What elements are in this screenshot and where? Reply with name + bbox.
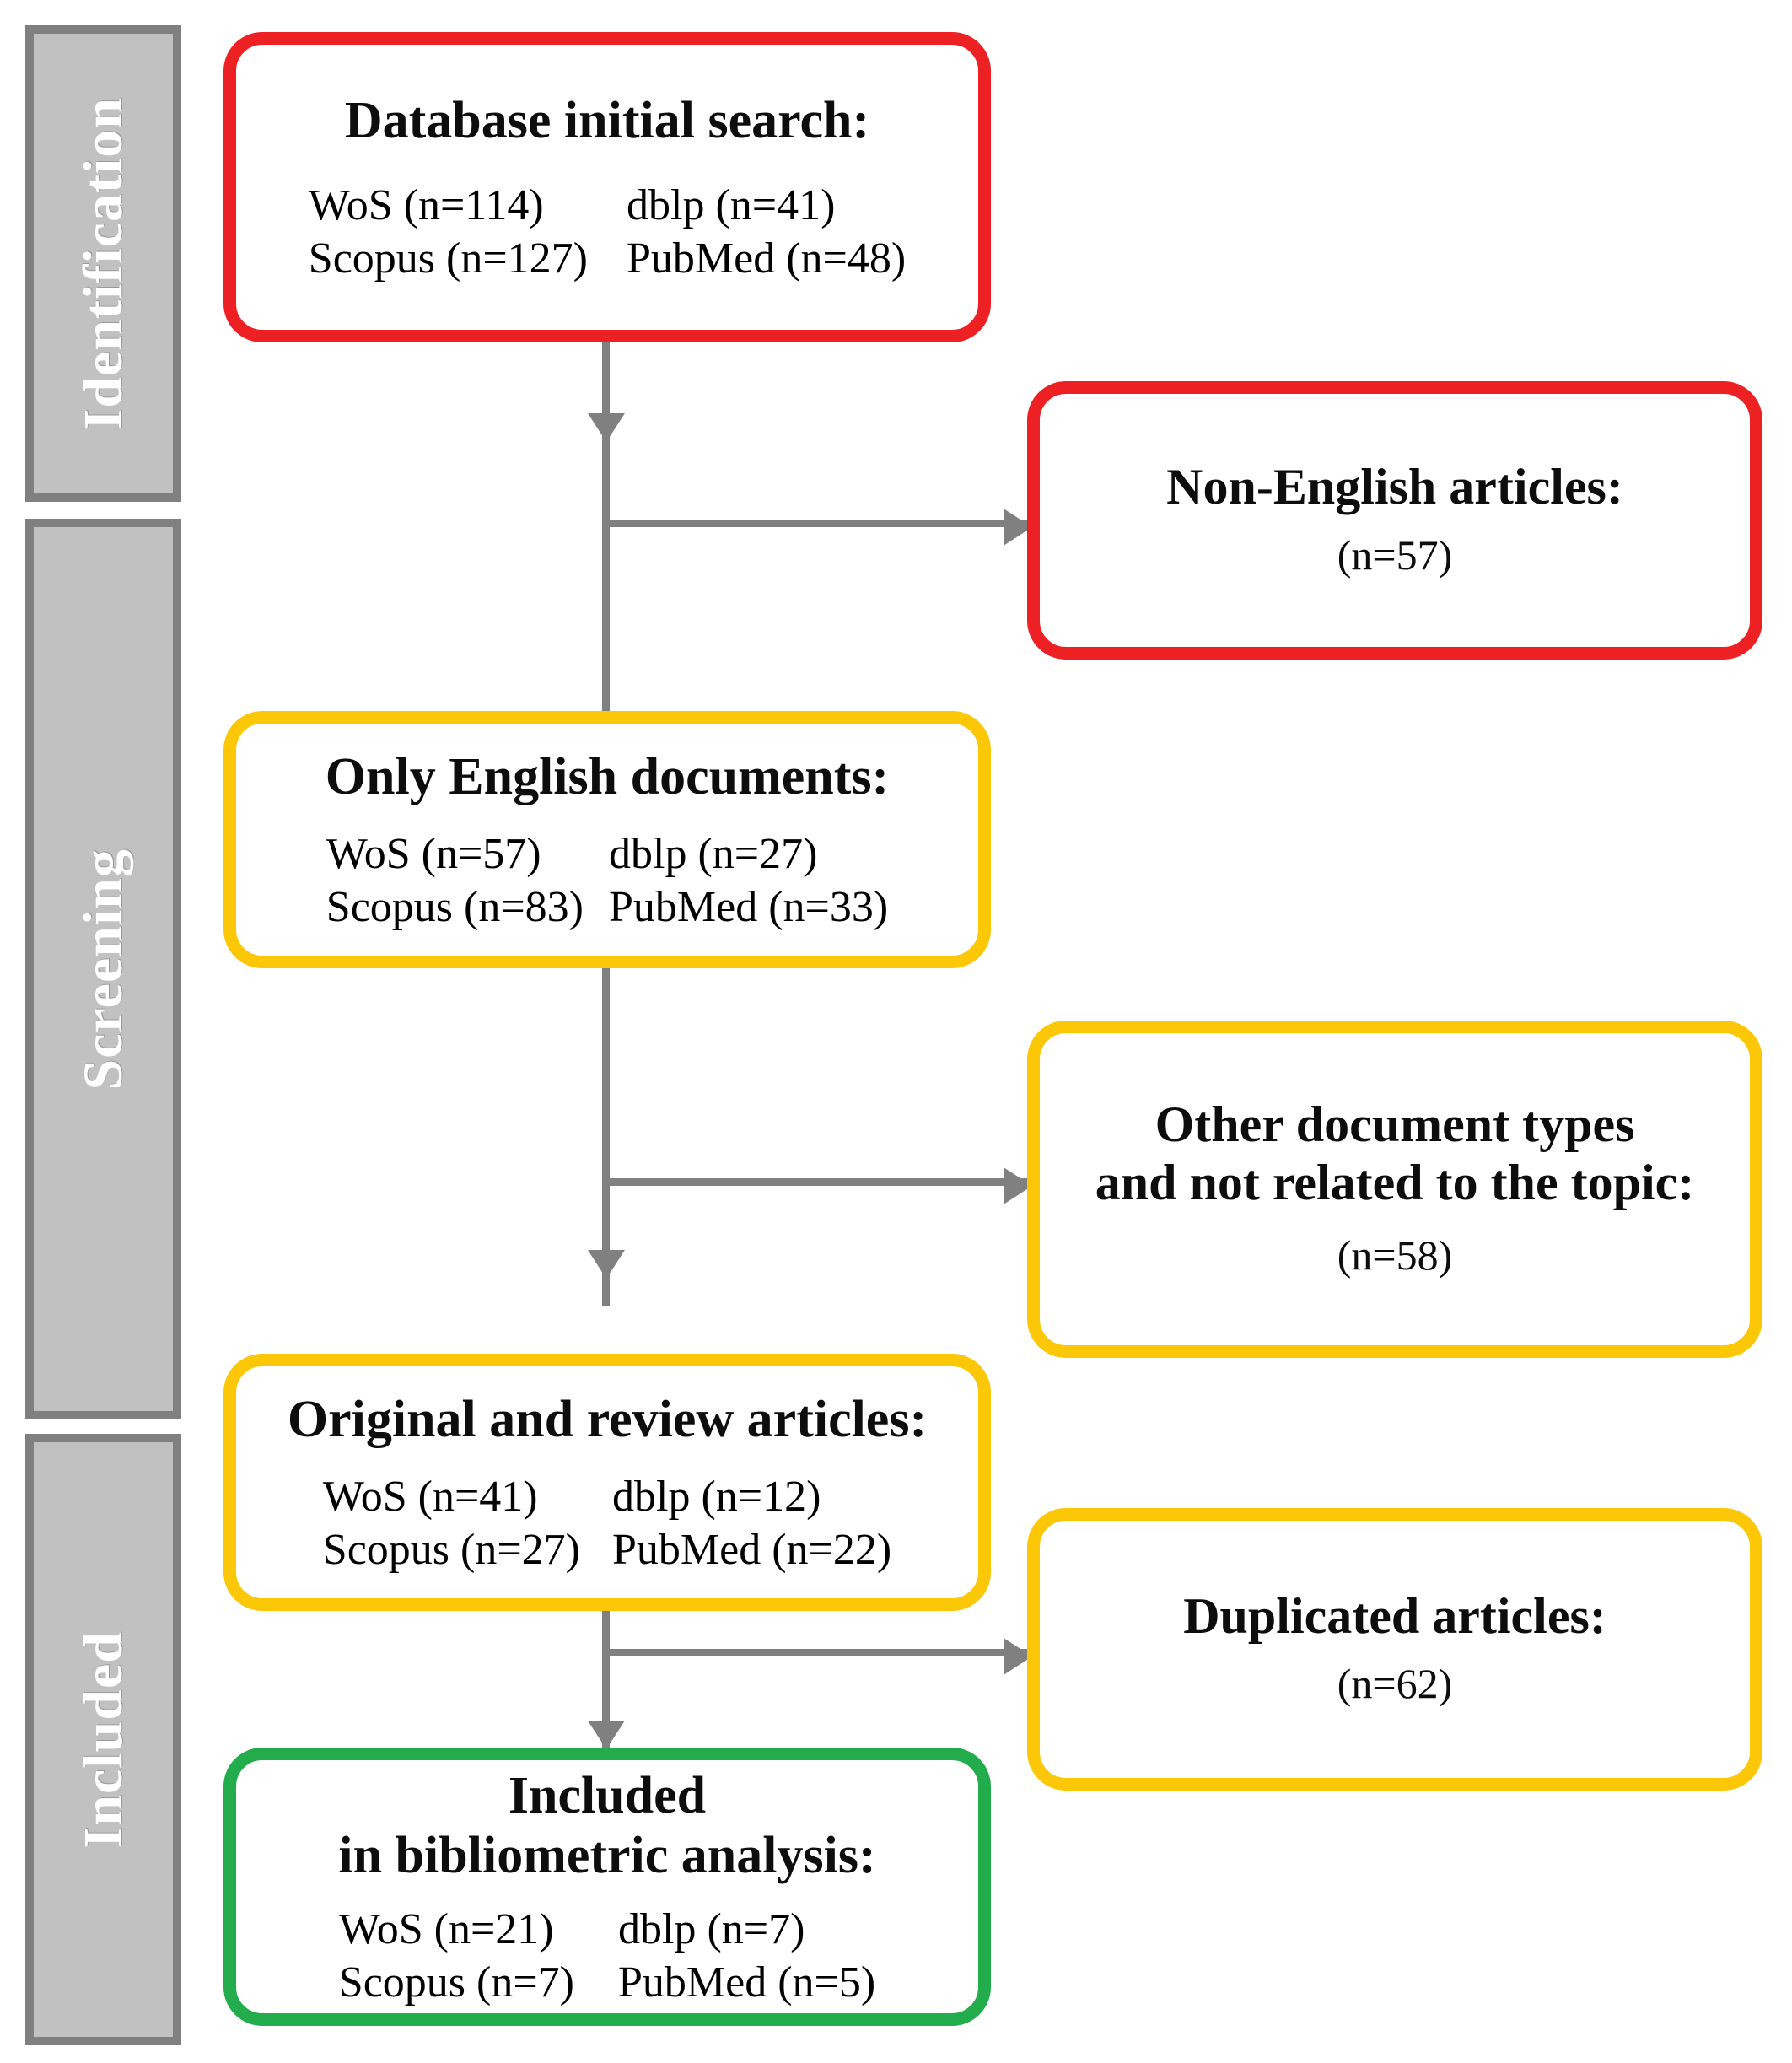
box-count-duplicated-articles: (n=62) xyxy=(1337,1660,1453,1708)
box-non-english-articles: Non-English articles: (n=57) xyxy=(1027,381,1762,660)
connector-identification-trunk xyxy=(602,337,610,751)
connector-screening-trunk-upper xyxy=(602,968,610,1306)
stage-bar-screening: Screening xyxy=(25,519,181,1419)
box-count-non-english-articles: (n=57) xyxy=(1337,531,1453,579)
count-pubmed: PubMed (n=5) xyxy=(618,1958,876,2006)
stage-label-identification: Identification xyxy=(72,96,134,431)
count-scopus: Scopus (n=27) xyxy=(322,1525,580,1574)
counts-original-and-review-articles: WoS (n=41) dblp (n=12) Scopus (n=27) Pub… xyxy=(323,1472,891,1575)
box-title-only-english-documents: Only English documents: xyxy=(325,748,890,806)
counts-only-english-documents: WoS (n=57) dblp (n=27) Scopus (n=83) Pub… xyxy=(326,829,888,932)
arrow-down-to-included xyxy=(588,1721,625,1749)
count-scopus: Scopus (n=7) xyxy=(338,1958,574,2006)
stage-label-included: Included xyxy=(72,1630,134,1849)
box-title-other-document-types: Other document types and not related to … xyxy=(1095,1096,1695,1210)
counts-included-in-bibliometric-analysis: WoS (n=21) dblp (n=7) Scopus (n=7) PubMe… xyxy=(339,1904,875,2007)
stage-bar-included: Included xyxy=(25,1434,181,2045)
box-count-other-document-types: (n=58) xyxy=(1337,1231,1453,1279)
count-wos: WoS (n=21) xyxy=(338,1904,554,1953)
count-dblp: dblp (n=7) xyxy=(618,1904,805,1953)
count-pubmed: PubMed (n=48) xyxy=(627,234,907,283)
arrow-down-to-original-review xyxy=(588,1250,625,1279)
connector-to-duplicated xyxy=(602,1649,1027,1656)
connector-to-other-document-types xyxy=(602,1178,1027,1186)
box-title-database-initial-search: Database initial search: xyxy=(344,91,870,149)
count-dblp: dblp (n=12) xyxy=(612,1472,821,1521)
box-other-document-types: Other document types and not related to … xyxy=(1027,1021,1762,1358)
box-database-initial-search: Database initial search: WoS (n=114) dbl… xyxy=(223,32,991,342)
box-original-and-review-articles: Original and review articles: WoS (n=41)… xyxy=(223,1354,991,1611)
box-duplicated-articles: Duplicated articles: (n=62) xyxy=(1027,1508,1762,1791)
count-wos: WoS (n=57) xyxy=(326,829,541,878)
box-title-original-and-review-articles: Original and review articles: xyxy=(287,1391,928,1449)
stage-label-screening: Screening xyxy=(72,848,134,1091)
count-wos: WoS (n=41) xyxy=(322,1472,538,1521)
count-pubmed: PubMed (n=33) xyxy=(609,882,889,931)
count-pubmed: PubMed (n=22) xyxy=(612,1525,892,1574)
stage-bar-identification: Identification xyxy=(25,25,181,502)
arrow-down-to-only-english xyxy=(588,413,625,442)
connector-to-non-english xyxy=(602,520,1027,527)
connector-screening-trunk-lower xyxy=(602,1611,610,1750)
count-wos: WoS (n=114) xyxy=(308,181,544,230)
box-only-english-documents: Only English documents: WoS (n=57) dblp … xyxy=(223,711,991,968)
counts-database-initial-search: WoS (n=114) dblp (n=41) Scopus (n=127) P… xyxy=(309,180,906,283)
box-title-included-in-bibliometric-analysis: Included in bibliometric analysis: xyxy=(338,1767,876,1884)
box-included-in-bibliometric-analysis: Included in bibliometric analysis: WoS (… xyxy=(223,1748,991,2026)
count-dblp: dblp (n=27) xyxy=(609,829,818,878)
box-title-duplicated-articles: Duplicated articles: xyxy=(1183,1587,1606,1644)
count-scopus: Scopus (n=127) xyxy=(308,234,588,283)
count-scopus: Scopus (n=83) xyxy=(326,882,584,931)
count-dblp: dblp (n=41) xyxy=(627,181,836,230)
box-title-non-english-articles: Non-English articles: xyxy=(1166,459,1623,515)
